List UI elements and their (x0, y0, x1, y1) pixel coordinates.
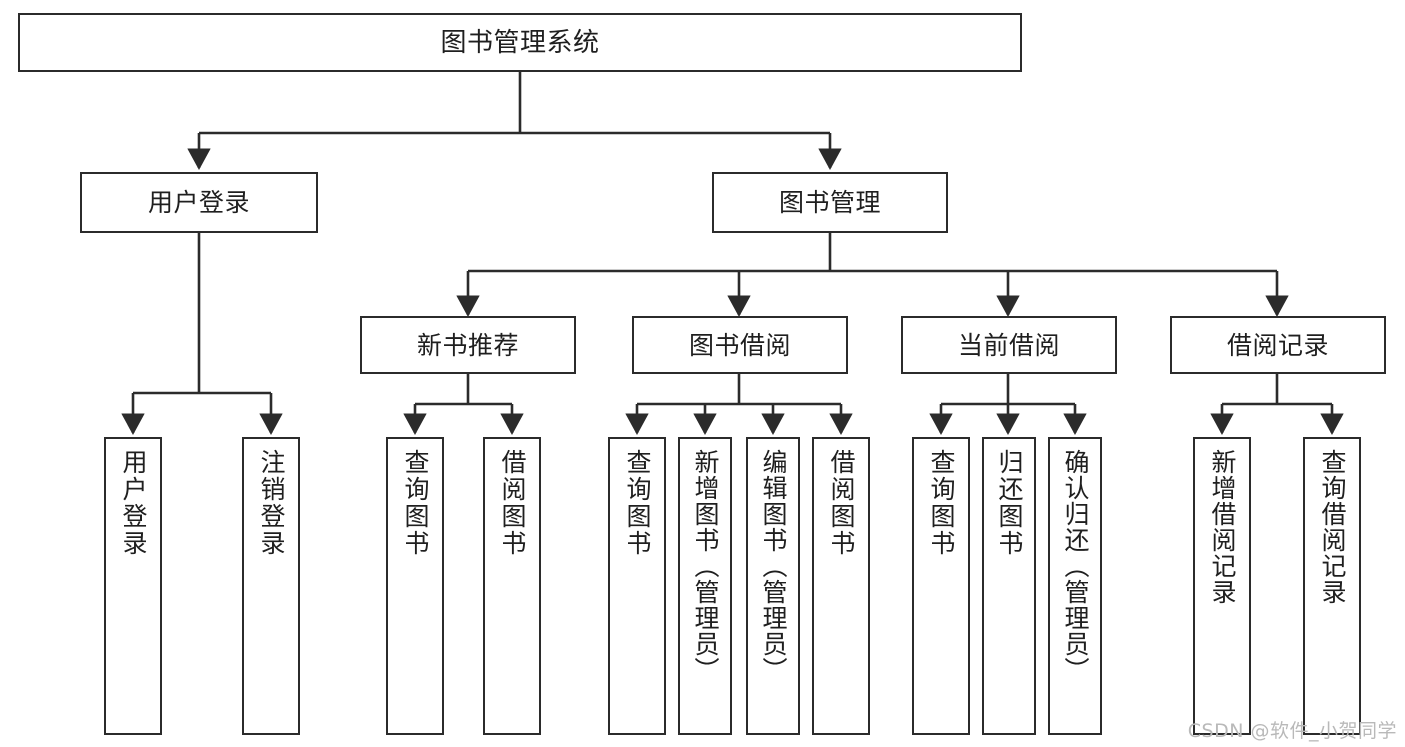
node-label: 查询图书 (623, 449, 652, 557)
node-book-borrow[interactable]: 图书借阅 (632, 316, 848, 374)
node-new-book-recommend[interactable]: 新书推荐 (360, 316, 576, 374)
node-label: 新增图书（管理员） (691, 449, 720, 683)
node-label: 查询借阅记录 (1318, 449, 1347, 605)
leaf-current-borrow-return-book[interactable]: 归还图书 (982, 437, 1036, 735)
node-label: 确认归还（管理员） (1061, 449, 1090, 683)
node-label: 图书管理 (778, 188, 881, 217)
node-book-management[interactable]: 图书管理 (712, 172, 948, 233)
node-label: 编辑图书（管理员） (759, 449, 788, 683)
csdn-watermark: CSDN @软件_小贺同学 (1187, 720, 1397, 742)
node-label: 新增借阅记录 (1208, 449, 1237, 605)
node-label: 用户登录 (119, 449, 148, 557)
node-label: 借阅图书 (498, 449, 527, 557)
node-label: 用户登录 (147, 188, 250, 217)
node-label: 借阅记录 (1226, 330, 1329, 360)
leaf-book-borrow-edit-book-admin[interactable]: 编辑图书（管理员） (746, 437, 800, 735)
node-label: 当前借阅 (957, 330, 1060, 360)
node-label: 借阅图书 (827, 449, 856, 557)
leaf-user-login-logout[interactable]: 注销登录 (242, 437, 300, 735)
node-label: 归还图书 (995, 449, 1024, 557)
node-borrow-record[interactable]: 借阅记录 (1170, 316, 1386, 374)
node-label: 注销登录 (257, 449, 286, 557)
node-label: 新书推荐 (416, 330, 519, 360)
node-label: 图书借阅 (688, 330, 791, 360)
node-user-login[interactable]: 用户登录 (80, 172, 318, 233)
leaf-borrow-record-add-record[interactable]: 新增借阅记录 (1193, 437, 1251, 735)
node-label: 查询图书 (927, 449, 956, 557)
node-current-borrow[interactable]: 当前借阅 (901, 316, 1117, 374)
node-root-book-management-system[interactable]: 图书管理系统 (18, 13, 1022, 72)
leaf-current-borrow-query-book[interactable]: 查询图书 (912, 437, 970, 735)
leaf-borrow-record-query-record[interactable]: 查询借阅记录 (1303, 437, 1361, 735)
leaf-new-book-query-book[interactable]: 查询图书 (386, 437, 444, 735)
leaf-user-login-login[interactable]: 用户登录 (104, 437, 162, 735)
leaf-current-borrow-confirm-return-admin[interactable]: 确认归还（管理员） (1048, 437, 1102, 735)
leaf-book-borrow-query-book[interactable]: 查询图书 (608, 437, 666, 735)
leaf-book-borrow-add-book-admin[interactable]: 新增图书（管理员） (678, 437, 732, 735)
node-label: 图书管理系统 (440, 27, 600, 58)
node-label: 查询图书 (401, 449, 430, 557)
leaf-book-borrow-borrow-book[interactable]: 借阅图书 (812, 437, 870, 735)
leaf-new-book-borrow-book[interactable]: 借阅图书 (483, 437, 541, 735)
